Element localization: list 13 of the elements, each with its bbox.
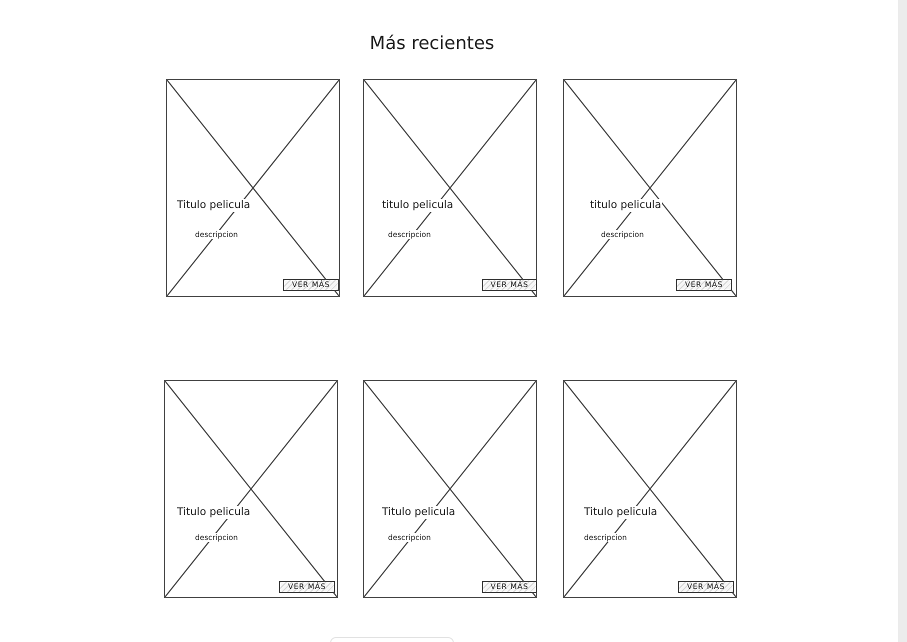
image-placeholder-card <box>164 380 338 598</box>
image-placeholder-card <box>563 380 737 598</box>
image-placeholder-card <box>563 79 737 297</box>
image-placeholder-card <box>363 79 537 297</box>
movie-title: Titulo pelicula <box>176 506 252 519</box>
page-heading: Más recientes <box>368 33 496 55</box>
movie-title: titulo pelicula <box>589 199 662 212</box>
movie-title: Titulo pelicula <box>176 199 252 212</box>
movie-title: Titulo pelicula <box>583 506 658 519</box>
image-placeholder-card <box>166 79 340 297</box>
movie-title: titulo pelicula <box>381 199 454 212</box>
image-placeholder-card <box>363 380 537 598</box>
movie-title: Titulo pelicula <box>381 506 456 519</box>
